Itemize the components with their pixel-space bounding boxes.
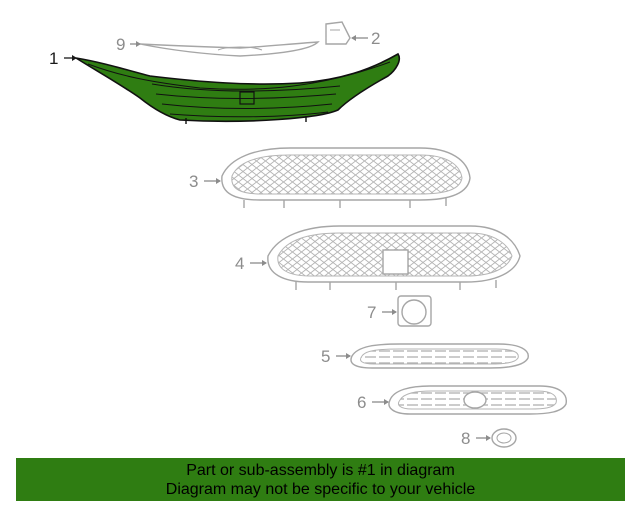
part-7-emblem-mount[interactable]: [397, 295, 432, 327]
callout-6[interactable]: 6: [357, 393, 366, 412]
part-6-lower-grille[interactable]: [388, 385, 567, 415]
part-3-grille[interactable]: [221, 147, 471, 208]
part-4-grille[interactable]: [267, 225, 521, 290]
part-2-bracket[interactable]: [325, 21, 351, 45]
callout-5[interactable]: 5: [321, 347, 330, 366]
callout-1[interactable]: 1: [49, 49, 58, 68]
callout-2[interactable]: 2: [371, 29, 380, 48]
callout-3[interactable]: 3: [189, 172, 198, 191]
banner-line-1: Part or sub-assembly is #1 in diagram: [186, 462, 455, 479]
callout-4[interactable]: 4: [235, 254, 244, 273]
part-1-upper-grille[interactable]: [75, 52, 401, 124]
parts-diagram: 1 9 2 3 4 7 5 6 8: [49, 21, 567, 448]
callout-9[interactable]: 9: [116, 35, 125, 54]
leader-lines: [64, 35, 491, 441]
callout-8[interactable]: 8: [461, 429, 470, 448]
info-banner: Part or sub-assembly is #1 in diagram Di…: [16, 458, 625, 501]
banner-line-2: Diagram may not be specific to your vehi…: [165, 481, 476, 498]
part-9-molding[interactable]: [139, 41, 320, 57]
part-8-emblem[interactable]: [491, 428, 517, 448]
part-5-lower-bar[interactable]: [350, 343, 529, 369]
callout-7[interactable]: 7: [367, 303, 376, 322]
